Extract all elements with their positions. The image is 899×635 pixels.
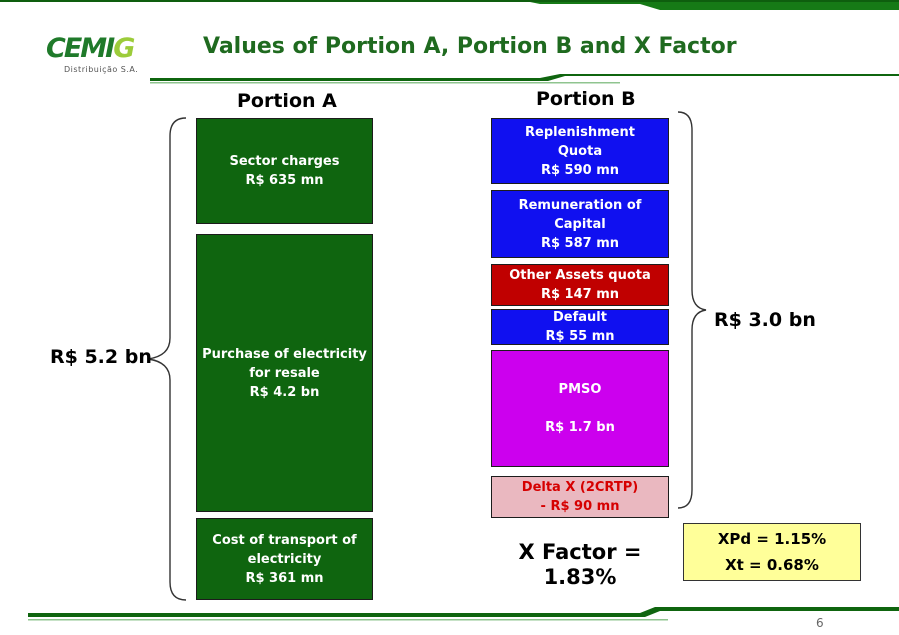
- portion-b-total: R$ 3.0 bn: [714, 309, 816, 331]
- xpd-value: XPd = 1.15%: [717, 530, 827, 548]
- default-box: Default R$ 55 mn: [491, 309, 669, 345]
- footer-divider: [28, 607, 899, 621]
- portion-b-heading: Portion B: [536, 88, 636, 110]
- replenishment-quota-box: Replenishment Quota R$ 590 mn: [491, 118, 669, 184]
- purchase-electricity-box: Purchase of electricity for resale R$ 4.…: [196, 234, 373, 512]
- x-factor-value: X Factor = 1.83%: [518, 540, 642, 589]
- logo-subtitle: Distribuição S.A.: [64, 65, 139, 74]
- header-band: [0, 0, 899, 10]
- portion-b-brace: [677, 111, 707, 509]
- transport-cost-box: Cost of transport of electricity R$ 361 …: [196, 518, 373, 600]
- portion-a-heading: Portion A: [237, 90, 337, 112]
- company-logo: CEMIG Distribuição S.A.: [46, 33, 139, 75]
- page-title: Values of Portion A, Portion B and X Fac…: [203, 34, 737, 59]
- sector-charges-box: Sector charges R$ 635 mn: [196, 118, 373, 224]
- remuneration-capital-box: Remuneration of Capital R$ 587 mn: [491, 190, 669, 258]
- other-assets-quota-box: Other Assets quota R$ 147 mn: [491, 264, 669, 306]
- pmso-box: PMSO R$ 1.7 bn: [491, 350, 669, 467]
- x-components-box: XPd = 1.15% Xt = 0.68%: [683, 523, 861, 581]
- page-number: 6: [816, 616, 824, 630]
- header-divider: [150, 74, 899, 84]
- xt-value: Xt = 0.68%: [725, 556, 819, 574]
- portion-a-total: R$ 5.2 bn: [50, 346, 152, 368]
- portion-a-brace: [147, 117, 187, 601]
- delta-x-box: Delta X (2CRTP) - R$ 90 mn: [491, 476, 669, 518]
